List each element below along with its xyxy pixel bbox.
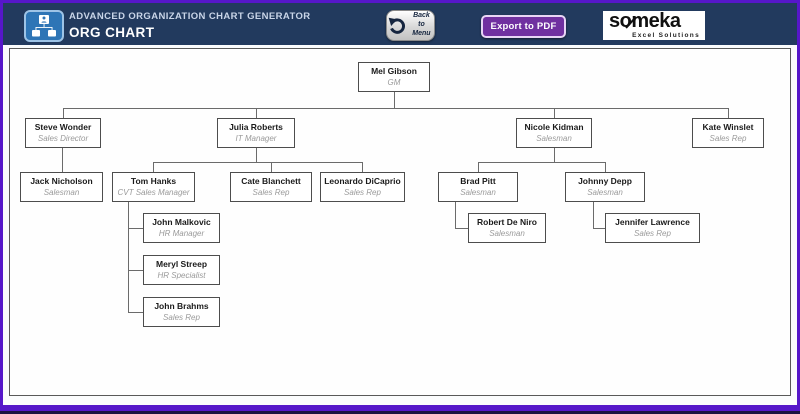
brand-name: someka bbox=[609, 10, 700, 32]
bottom-edge bbox=[0, 411, 800, 414]
org-node-mel-gibson: Mel Gibson GM bbox=[358, 62, 430, 92]
org-chart-icon bbox=[32, 15, 56, 37]
employee-title: Sales Rep bbox=[344, 187, 381, 197]
org-node-johnny-depp: Johnny Depp Salesman bbox=[565, 172, 645, 202]
employee-name: Jack Nicholson bbox=[30, 176, 93, 187]
back-arrow-icon bbox=[388, 17, 405, 34]
employee-title: Salesman bbox=[536, 133, 572, 143]
connector-line bbox=[478, 162, 606, 163]
employee-title: Salesman bbox=[460, 187, 496, 197]
connector-line bbox=[554, 108, 555, 118]
back-to-menu-button[interactable]: Back to Menu bbox=[386, 10, 435, 41]
back-label-line2: Menu bbox=[412, 29, 431, 37]
connector-line bbox=[128, 270, 143, 271]
org-node-nicole-kidman: Nicole Kidman Salesman bbox=[516, 118, 592, 148]
org-node-kate-winslet: Kate Winslet Sales Rep bbox=[692, 118, 764, 148]
employee-title: Salesman bbox=[43, 187, 80, 197]
org-node-cate-blanchett: Cate Blanchett Sales Rep bbox=[230, 172, 312, 202]
employee-name: Kate Winslet bbox=[702, 122, 754, 133]
back-label-line1: Back to bbox=[413, 12, 430, 29]
employee-title: GM bbox=[387, 77, 401, 87]
employee-title: Sales Rep bbox=[709, 133, 747, 143]
connector-line bbox=[128, 202, 129, 312]
org-node-meryl-streep: Meryl Streep HR Specialist bbox=[143, 255, 220, 285]
connector-line bbox=[128, 312, 143, 313]
employee-name: Julia Roberts bbox=[229, 122, 283, 133]
connector-line bbox=[605, 162, 606, 172]
employee-name: Cate Blanchett bbox=[241, 176, 301, 187]
org-node-leonardo-dicaprio: Leonardo DiCaprio Sales Rep bbox=[320, 172, 405, 202]
employee-title: IT Manager bbox=[235, 133, 277, 143]
employee-title: Sales Rep bbox=[634, 228, 671, 238]
employee-name: John Malkovic bbox=[152, 217, 211, 228]
employee-name: Steve Wonder bbox=[34, 122, 92, 133]
connector-line bbox=[256, 148, 257, 162]
connector-line bbox=[593, 228, 605, 229]
connector-line bbox=[62, 148, 63, 172]
employee-name: Johnny Depp bbox=[578, 176, 632, 187]
page-title: ORG CHART bbox=[69, 25, 155, 40]
someka-logo: someka Excel Solutions bbox=[603, 11, 705, 40]
org-chart-app-icon bbox=[24, 10, 64, 42]
employee-title: HR Specialist bbox=[157, 270, 206, 280]
org-node-john-malkovic: John Malkovic HR Manager bbox=[143, 213, 220, 243]
connector-line bbox=[63, 108, 64, 118]
employee-name: Mel Gibson bbox=[371, 66, 417, 77]
app-title: ADVANCED ORGANIZATION CHART GENERATOR bbox=[69, 11, 311, 22]
connector-line bbox=[455, 202, 456, 228]
back-button-label: Back to Menu bbox=[409, 12, 434, 38]
employee-name: Brad Pitt bbox=[460, 176, 496, 187]
brand-tagline: Excel Solutions bbox=[632, 32, 700, 39]
connector-line bbox=[362, 162, 363, 172]
org-node-steve-wonder: Steve Wonder Sales Director bbox=[25, 118, 101, 148]
employee-title: Sales Director bbox=[37, 133, 89, 143]
employee-title: Salesman bbox=[489, 228, 525, 238]
connector-line bbox=[63, 108, 728, 109]
employee-name: John Brahms bbox=[154, 301, 209, 312]
org-node-jennifer-lawrence: Jennifer Lawrence Sales Rep bbox=[605, 213, 700, 243]
connector-line bbox=[394, 92, 395, 108]
employee-name: Robert De Niro bbox=[477, 217, 537, 228]
connector-line bbox=[593, 202, 594, 228]
connector-line bbox=[256, 108, 257, 118]
header-titles: ADVANCED ORGANIZATION CHART GENERATOR OR… bbox=[69, 11, 311, 40]
brand-name-text: someka bbox=[609, 10, 681, 32]
employee-name: Leonardo DiCaprio bbox=[324, 176, 401, 187]
employee-title: Sales Rep bbox=[252, 187, 290, 197]
org-node-john-brahms: John Brahms Sales Rep bbox=[143, 297, 220, 327]
org-node-jack-nicholson: Jack Nicholson Salesman bbox=[20, 172, 103, 202]
connector-line bbox=[554, 148, 555, 162]
connector-line bbox=[271, 162, 272, 172]
connector-line bbox=[478, 162, 479, 172]
org-node-robert-de-niro: Robert De Niro Salesman bbox=[468, 213, 546, 243]
employee-title: Salesman bbox=[587, 187, 623, 197]
org-node-brad-pitt: Brad Pitt Salesman bbox=[438, 172, 518, 202]
employee-name: Nicole Kidman bbox=[524, 122, 584, 133]
connector-line bbox=[153, 162, 363, 163]
employee-name: Tom Hanks bbox=[130, 176, 177, 187]
connector-line bbox=[153, 162, 154, 172]
connector-line bbox=[728, 108, 729, 118]
employee-title: Sales Rep bbox=[163, 312, 200, 322]
export-to-pdf-button[interactable]: Export to PDF bbox=[481, 15, 566, 38]
employee-name: Meryl Streep bbox=[155, 259, 208, 270]
header-bar: ADVANCED ORGANIZATION CHART GENERATOR OR… bbox=[3, 3, 797, 45]
employee-title: CVT Sales Manager bbox=[117, 187, 190, 197]
org-node-julia-roberts: Julia Roberts IT Manager bbox=[217, 118, 295, 148]
employee-name: Jennifer Lawrence bbox=[615, 217, 690, 228]
connector-line bbox=[128, 228, 143, 229]
employee-title: HR Manager bbox=[158, 228, 205, 238]
connector-line bbox=[455, 228, 468, 229]
org-node-tom-hanks: Tom Hanks CVT Sales Manager bbox=[112, 172, 195, 202]
